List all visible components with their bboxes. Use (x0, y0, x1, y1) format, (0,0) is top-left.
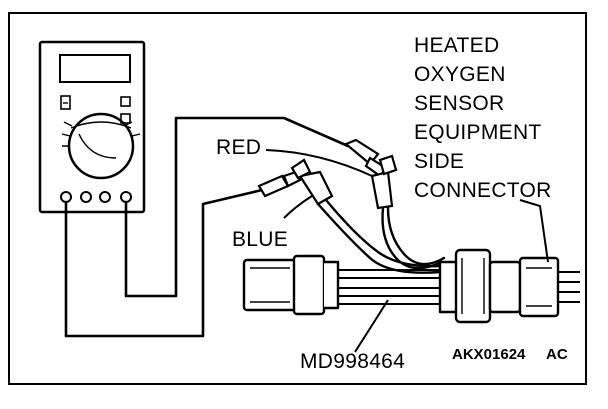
blue-label: BLUE (232, 228, 288, 251)
sensor-label: HEATED OXYGEN SENSOR EQUIPMENT SIDE CONN… (414, 34, 552, 202)
sensor-leader-line (519, 199, 549, 263)
red-leader-line (265, 149, 373, 177)
test-lead-wires (64, 116, 350, 338)
blue-leader-line (283, 195, 313, 219)
harness-connector-icon (242, 248, 580, 324)
sensor-label-line: SIDE (414, 150, 464, 173)
figure-code: AKX01624 (452, 346, 526, 363)
sensor-label-line: EQUIPMENT (414, 121, 542, 144)
clip-probe-icon (290, 154, 398, 210)
sensor-label-line: HEATED (414, 34, 499, 57)
figure-frame (8, 12, 587, 385)
sensor-label-line: OXYGEN (414, 63, 506, 86)
tool-label: MD998464 (300, 350, 405, 373)
figure-suffix: AC (546, 346, 568, 363)
tool-leader-line (354, 299, 389, 353)
red-probe-icon (343, 138, 388, 178)
red-label: RED (216, 136, 261, 159)
clip-to-harness-wires (316, 198, 446, 274)
sensor-label-line: SENSOR (414, 92, 505, 115)
sensor-label-line: CONNECTOR (414, 179, 552, 202)
multimeter-icon (38, 40, 146, 214)
blue-probe-icon (257, 170, 302, 198)
